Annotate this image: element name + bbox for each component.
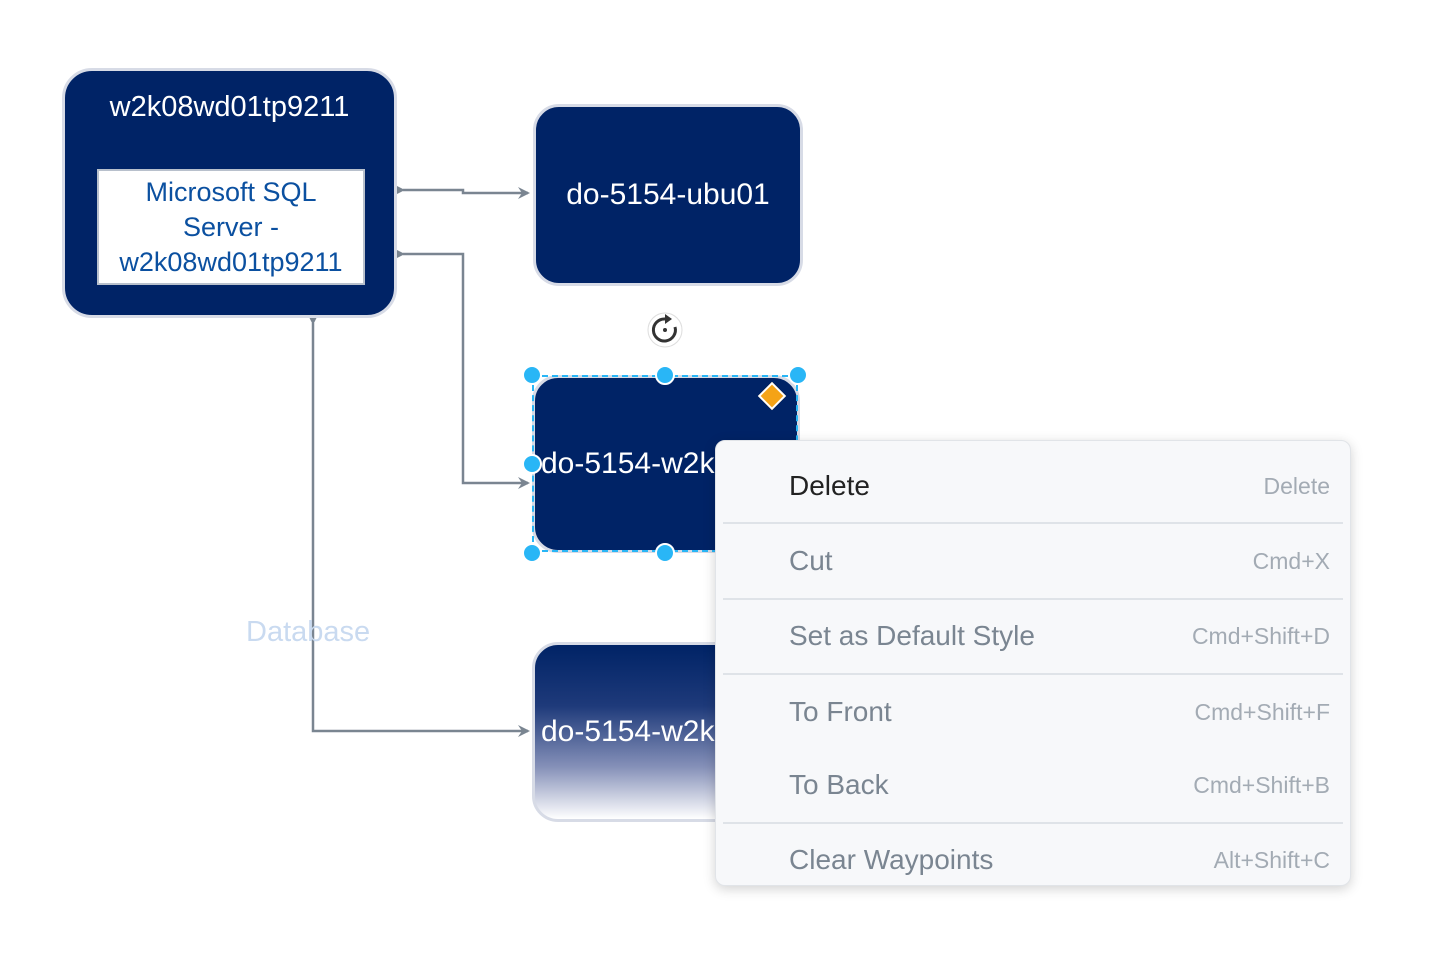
menu-item-set-default-style[interactable]: Set as Default Style Cmd+Shift+D bbox=[716, 606, 1350, 666]
menu-item-to-back[interactable]: To Back Cmd+Shift+B bbox=[716, 755, 1350, 815]
menu-item-shortcut: Cmd+Shift+F bbox=[1194, 698, 1331, 725]
resize-handle-bottom-left[interactable] bbox=[522, 543, 542, 563]
ubu-node-label: do-5154-ubu01 bbox=[566, 178, 770, 211]
resize-handle-top-left[interactable] bbox=[522, 365, 542, 385]
menu-item-shortcut: Cmd+Shift+B bbox=[1193, 771, 1330, 798]
menu-item-label: To Front bbox=[789, 696, 892, 727]
menu-item-clear-waypoints[interactable]: Clear Waypoints Alt+Shift+C bbox=[716, 830, 1350, 890]
menu-item-cut[interactable]: Cut Cmd+X bbox=[716, 531, 1350, 591]
menu-item-to-front[interactable]: To Front Cmd+Shift+F bbox=[716, 682, 1350, 742]
resize-handle-top[interactable] bbox=[655, 365, 675, 385]
menu-item-label: Delete bbox=[789, 470, 870, 501]
menu-divider bbox=[723, 822, 1343, 824]
menu-divider bbox=[723, 673, 1343, 675]
connector-server-ubu[interactable] bbox=[393, 184, 530, 199]
menu-item-shortcut: Delete bbox=[1263, 472, 1330, 499]
sql-server-box[interactable]: Microsoft SQL Server - w2k08wd01tp9211 bbox=[97, 169, 365, 285]
menu-item-shortcut: Alt+Shift+C bbox=[1213, 846, 1330, 873]
menu-divider bbox=[723, 522, 1343, 524]
menu-item-delete[interactable]: Delete Delete bbox=[716, 456, 1350, 516]
connector-server-w2k-gradient[interactable] bbox=[307, 313, 530, 737]
w2k-node-gradient-label: do-5154-w2k bbox=[541, 715, 715, 748]
menu-item-shortcut: Cmd+X bbox=[1252, 547, 1330, 574]
server-node-title: w2k08wd01tp9211 bbox=[109, 91, 350, 123]
ubu-node[interactable]: do-5154-ubu01 bbox=[533, 104, 803, 286]
server-node[interactable]: w2k08wd01tp9211 Microsoft SQL Server - w… bbox=[62, 68, 397, 318]
resize-handle-top-right[interactable] bbox=[788, 365, 808, 385]
menu-divider bbox=[723, 598, 1343, 600]
rotate-icon[interactable] bbox=[645, 310, 685, 350]
edge-label-database[interactable]: Database bbox=[246, 616, 371, 648]
menu-item-label: To Back bbox=[789, 769, 889, 800]
sql-server-label: Microsoft SQL Server - w2k08wd01tp9211 bbox=[119, 176, 343, 277]
w2k-node-selected-label: do-5154-w2k bbox=[541, 447, 715, 480]
resize-handle-bottom[interactable] bbox=[655, 543, 675, 563]
resize-handle-left[interactable] bbox=[522, 454, 542, 474]
context-menu: Delete Delete Cut Cmd+X Set as Default S… bbox=[715, 440, 1351, 886]
menu-item-label: Cut bbox=[789, 545, 833, 576]
connector-server-w2k-selected[interactable] bbox=[393, 248, 530, 489]
menu-item-label: Clear Waypoints bbox=[789, 844, 994, 875]
menu-item-label: Set as Default Style bbox=[789, 620, 1035, 651]
menu-item-shortcut: Cmd+Shift+D bbox=[1191, 622, 1330, 649]
